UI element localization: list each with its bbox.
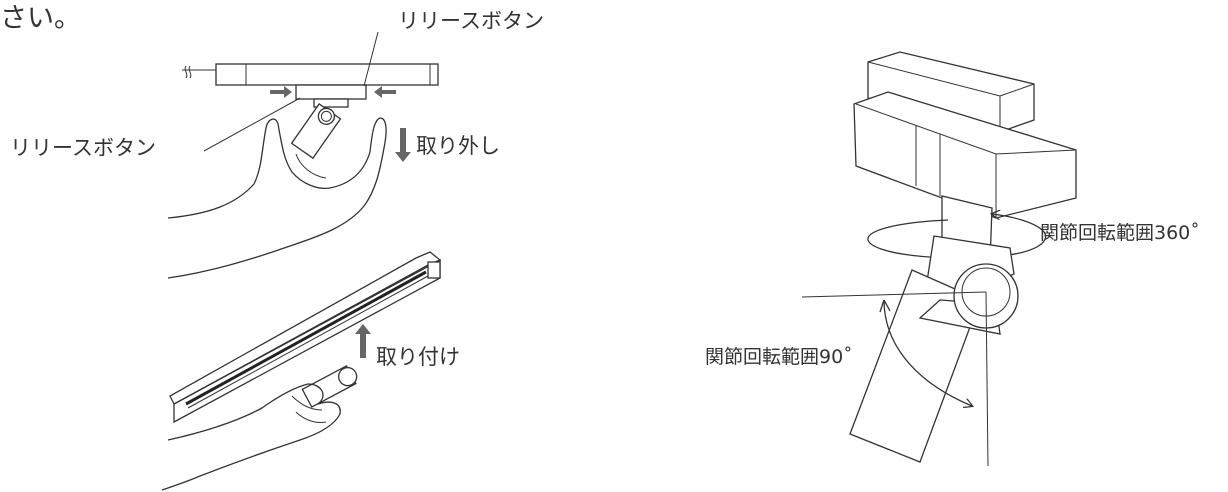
release-button-label-top: リリースボタン	[398, 9, 544, 33]
removal-illustration: 取り外し リリースボタン リリースボタン	[10, 9, 544, 279]
release-press-arrow-right	[374, 86, 396, 98]
rail-groove	[185, 270, 427, 406]
release-leader-left	[203, 97, 301, 152]
release-button-label-left: リリースボタン	[10, 136, 156, 160]
spotlight-unit-attach	[301, 365, 358, 408]
adapter-top-block	[867, 51, 1035, 133]
spotlight-head	[290, 103, 342, 160]
attachment-illustration: 取り付け	[161, 251, 460, 491]
remove-down-arrow	[395, 128, 411, 162]
release-press-arrow-left	[270, 86, 292, 98]
rotation-360-label: 関節回転範囲360˚	[1040, 222, 1200, 244]
reference-line-vertical	[985, 291, 989, 467]
hand-attaching	[161, 383, 341, 491]
hand-removing	[167, 117, 387, 279]
attach-up-arrow	[355, 324, 371, 358]
header-text-fragment: さい。	[0, 3, 81, 34]
rotation-90-label: 関節回転範囲90˚	[705, 346, 853, 368]
attach-label: 取り付け	[376, 345, 460, 369]
reference-line-horizontal	[801, 291, 987, 298]
remove-label: 取り外し	[416, 134, 500, 158]
track-adapter	[295, 84, 367, 100]
power-cord	[182, 65, 216, 79]
rotation-90-arrow	[883, 299, 972, 406]
release-leader-top	[363, 31, 379, 87]
ceiling-rail	[215, 63, 439, 86]
rotation-illustration: 関節回転範囲360˚ 関節回転範囲90˚	[705, 51, 1200, 467]
